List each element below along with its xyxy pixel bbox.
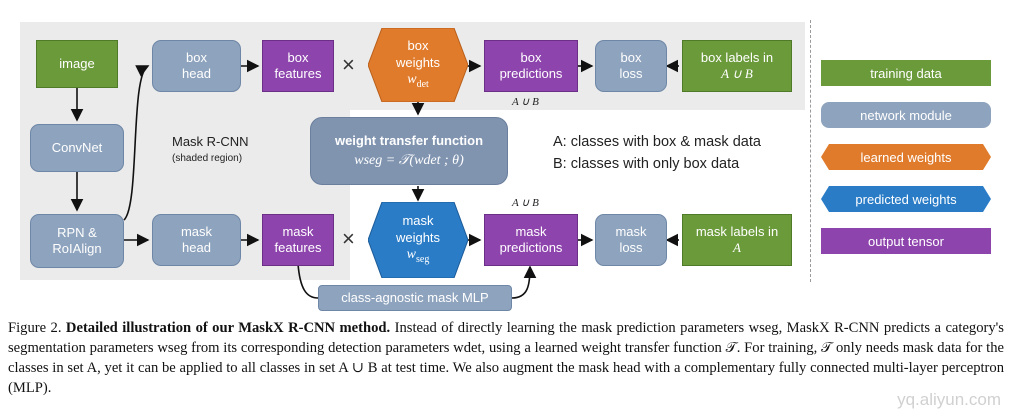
set-label-bottom: A ∪ B (512, 197, 539, 209)
box-head-node: box head (152, 40, 241, 92)
multiply-symbol-top: × (342, 52, 355, 77)
mask-mlp-node: class-agnostic mask MLP (318, 285, 512, 311)
rpn-roialign-node: RPN & RoIAlign (30, 214, 124, 268)
connector-lines (70, 59, 679, 299)
mask-labels-set: A (733, 240, 741, 255)
box-head-label: box head (182, 50, 211, 81)
legend-module-label: network module (860, 107, 952, 123)
box-weights-hexagon (368, 28, 468, 102)
box-labels-text: box labels in (700, 50, 774, 65)
caption-figure-number: Figure 2. (8, 320, 62, 336)
mask-loss-label: mask loss (615, 224, 647, 255)
region-title: Mask R-CNN (172, 134, 249, 149)
mask-features-label: mask features (274, 224, 322, 255)
box-predictions-label: box predictions (499, 50, 563, 81)
legend-output-label: output tensor (868, 233, 944, 249)
image-label: image (59, 56, 95, 71)
box-labels-node: box labels in A ∪ B (682, 40, 792, 92)
mask-labels-node: mask labels in A (682, 214, 792, 266)
legend-divider (810, 20, 811, 282)
mask-head-label: mask head (180, 224, 213, 255)
weight-transfer-function-node: weight transfer function wseg = 𝒯(wdet ;… (310, 117, 508, 185)
mask-predictions-node: mask predictions (484, 214, 578, 266)
convnet-label: ConvNet (51, 140, 103, 155)
box-features-label: box features (274, 50, 322, 81)
mask-weights-node: mask weights wseg (368, 202, 468, 278)
legend-output-tensor: output tensor (821, 228, 991, 254)
region-subtitle: (shaded region) (172, 153, 243, 164)
box-labels-set: A ∪ B (721, 66, 753, 81)
box-loss-label: box loss (619, 50, 643, 81)
mlp-label: class-agnostic mask MLP (341, 290, 489, 305)
legend-learned-weights: learned weights (821, 144, 991, 170)
box-weights-symbol: wdet (407, 71, 429, 93)
caption-title: Detailed illustration of our MaskX R-CNN… (65, 320, 391, 336)
box-weights-det: det (416, 78, 429, 90)
box-predictions-node: box predictions (484, 40, 578, 92)
set-label-top: A ∪ B (512, 96, 539, 108)
rpn-label: RPN & RoIAlign (52, 225, 102, 256)
mask-labels-text: mask labels in (695, 224, 779, 239)
mask-weights-seg: seg (416, 253, 430, 265)
legend-predicted-weights: predicted weights (821, 186, 991, 212)
legend-learned-weights-shape (821, 144, 991, 170)
figure-caption: Figure 2. Detailed illustration of our M… (8, 318, 1004, 398)
box-weights-w: w (407, 72, 417, 88)
diagram: image ConvNet RPN & RoIAlign Mask R-CNN … (20, 20, 991, 311)
mask-head-node: mask head (152, 214, 241, 266)
definition-a: A: classes with box & mask data (553, 134, 761, 150)
legend-training-label: training data (870, 65, 942, 81)
caption-text: Instead of directly learning the mask pr… (8, 320, 1004, 396)
mask-weights-symbol: wseg (407, 246, 430, 268)
mask-features-node: mask features (262, 214, 334, 266)
mask-weights-label: mask weights (395, 213, 441, 246)
mask-weights-w: w (406, 247, 416, 263)
image-node: image (36, 40, 118, 88)
mask-predictions-label: mask predictions (499, 224, 563, 255)
convnet-node: ConvNet (30, 124, 124, 172)
legend-network-module: network module (821, 102, 991, 128)
legend-predicted-weights-shape (821, 186, 991, 212)
definition-b: B: classes with only box data (553, 156, 740, 172)
wtf-formula: wseg = 𝒯(wdet ; θ) (354, 153, 464, 168)
wtf-title: weight transfer function (334, 133, 484, 148)
box-weights-label: box weights (395, 38, 441, 71)
watermark: yq.aliyun.com (897, 390, 1001, 409)
multiply-symbol-bottom: × (342, 226, 355, 251)
box-loss-node: box loss (595, 40, 667, 92)
mask-loss-node: mask loss (595, 214, 667, 266)
legend-training-data: training data (821, 60, 991, 86)
box-features-node: box features (262, 40, 334, 92)
legend-predicted-label: predicted weights (855, 191, 957, 207)
mask-weights-hexagon (368, 202, 468, 278)
box-weights-node: box weights wdet (368, 28, 468, 102)
legend-learned-label: learned weights (860, 149, 952, 165)
